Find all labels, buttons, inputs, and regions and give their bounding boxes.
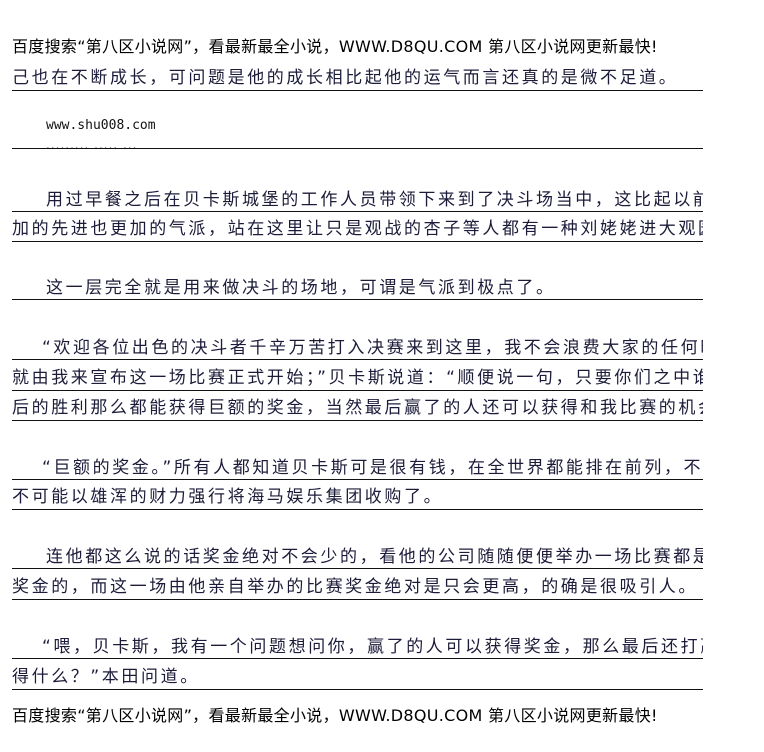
text-line: 己也在不断成长，可问题是他的成长相比起他的运气而言还真的是微不足道。	[12, 66, 703, 91]
text-line: 这一层完全就是用来做决斗的场地，可谓是气派到极点了。	[12, 276, 703, 300]
footer-banner: 百度搜索“第八区小说网”，看最新最全小说，WWW.D8QU.COM 第八区小说网…	[12, 706, 658, 725]
header-banner: 百度搜索“第八区小说网”，看最新最全小说，WWW.D8QU.COM 第八区小说网…	[12, 37, 658, 56]
text-line: 不可能以雄浑的财力强行将海马娱乐集团收购了。	[12, 485, 703, 510]
text-line: “欢迎各位出色的决斗者千辛万苦打入决赛来到这里，我不会浪费大家的任何时间，现在	[12, 336, 703, 360]
text-line: “喂，贝卡斯，我有一个问题想问你，赢了的人可以获得奖金，那么最后还打赢了又能获	[12, 635, 703, 659]
watermark-dots: ......... ..... ...	[46, 138, 138, 152]
underline-rule	[12, 148, 703, 149]
watermark-url: www.shu008.com	[46, 118, 156, 133]
text-line: 奖金的，而这一场由他亲自举办的比赛奖金绝对是只会更高，的确是很吸引人。	[12, 575, 703, 600]
text-line: 得什么？”本田问道。	[12, 665, 703, 690]
text-line: 用过早餐之后在贝卡斯城堡的工作人员带领下来到了决斗场当中，这比起以前的决斗者更	[12, 188, 703, 212]
text-line: “巨额的奖金。”所有人都知道贝卡斯可是很有钱，在全世界都能排在前列，不然的话也	[12, 456, 703, 480]
text-line: 后的胜利那么都能获得巨额的奖金，当然最后赢了的人还可以获得和我比赛的机会。”	[12, 396, 703, 421]
text-line: 连他都这么说的话奖金绝对不会少的，看他的公司随随便便举办一场比赛都是几百万作为	[12, 545, 703, 569]
text-line: 就由我来宣布这一场比赛正式开始；”贝卡斯说道：“顺便说一句，只要你们之中谁获得了…	[12, 366, 703, 391]
text-line: 加的先进也更加的气派，站在这里让只是观战的杏子等人都有一种刘姥姥进大观园的表现。	[12, 217, 703, 242]
